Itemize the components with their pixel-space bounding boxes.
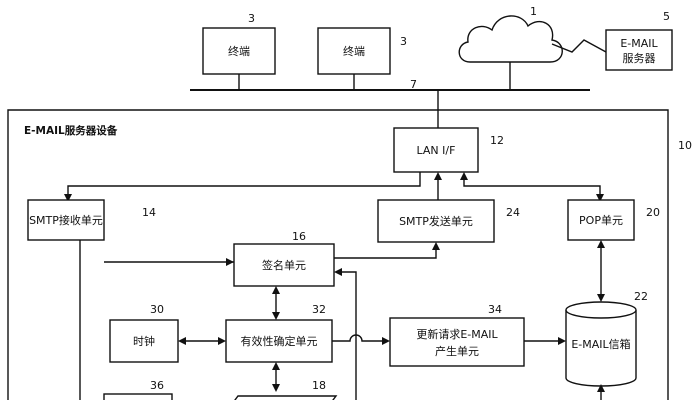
ref-pop: 20: [646, 206, 660, 219]
ref-mailbox: 22: [634, 290, 648, 303]
ref-update-request: 34: [488, 303, 502, 316]
ref-box-18: 18: [312, 379, 326, 392]
network-cloud-icon: [458, 15, 563, 63]
pop-box: [567, 199, 635, 241]
terminal-a-box: [202, 27, 276, 75]
lan-if-box: [393, 127, 479, 173]
ref-validity: 32: [312, 303, 326, 316]
terminal-b-box: [317, 27, 391, 75]
ref-device: 10: [678, 139, 692, 152]
box-36: [103, 393, 173, 400]
terminal-b-label: 终端: [343, 44, 365, 58]
mailbox-label: E-MAIL信箱: [571, 337, 630, 351]
smtp-send-label: SMTP发送单元: [399, 214, 473, 228]
validity-label: 有效性确定单元: [241, 334, 318, 348]
clock-label: 时钟: [133, 334, 155, 348]
ref-smtp-receive: 14: [142, 206, 156, 219]
ref-network: 1: [530, 5, 537, 18]
pop-label: POP单元: [579, 214, 623, 227]
external-server-label-2: 服务器: [623, 52, 656, 65]
external-server-label-1: E-MAIL: [620, 37, 658, 50]
update-request-label-1: 更新请求E-MAIL: [416, 327, 498, 341]
smtp-receive-label: SMTP接收单元: [29, 213, 103, 227]
update-request-label-2: 产生单元: [435, 344, 479, 358]
ref-terminal-a: 3: [248, 12, 255, 25]
ref-box-36: 36: [150, 379, 164, 392]
ref-smtp-send: 24: [506, 206, 520, 219]
wireless-link: [551, 39, 607, 53]
ref-external-server: 5: [663, 10, 670, 23]
ref-lan-if: 12: [490, 134, 504, 147]
terminal-a-label: 终端: [228, 44, 250, 58]
ref-clock: 30: [150, 303, 164, 316]
update-request-box: [389, 317, 525, 367]
email-server-device-frame: [7, 109, 669, 400]
lan-if-label: LAN I/F: [417, 144, 456, 157]
smtp-receive-box: [27, 199, 105, 241]
ref-signature: 16: [292, 230, 306, 243]
smtp-send-box: [377, 199, 495, 243]
mailbox-cylinder-top: [565, 301, 637, 319]
signature-label: 签名单元: [262, 258, 306, 272]
ref-bus: 7: [410, 78, 417, 91]
external-email-server-box: [605, 29, 673, 71]
clock-box: [109, 319, 179, 363]
device-title: E-MAIL服务器设备: [24, 124, 118, 137]
signature-box: [233, 243, 335, 287]
ref-terminal-b: 3: [400, 35, 407, 48]
validity-box: [225, 319, 333, 363]
box-18: [234, 395, 338, 400]
